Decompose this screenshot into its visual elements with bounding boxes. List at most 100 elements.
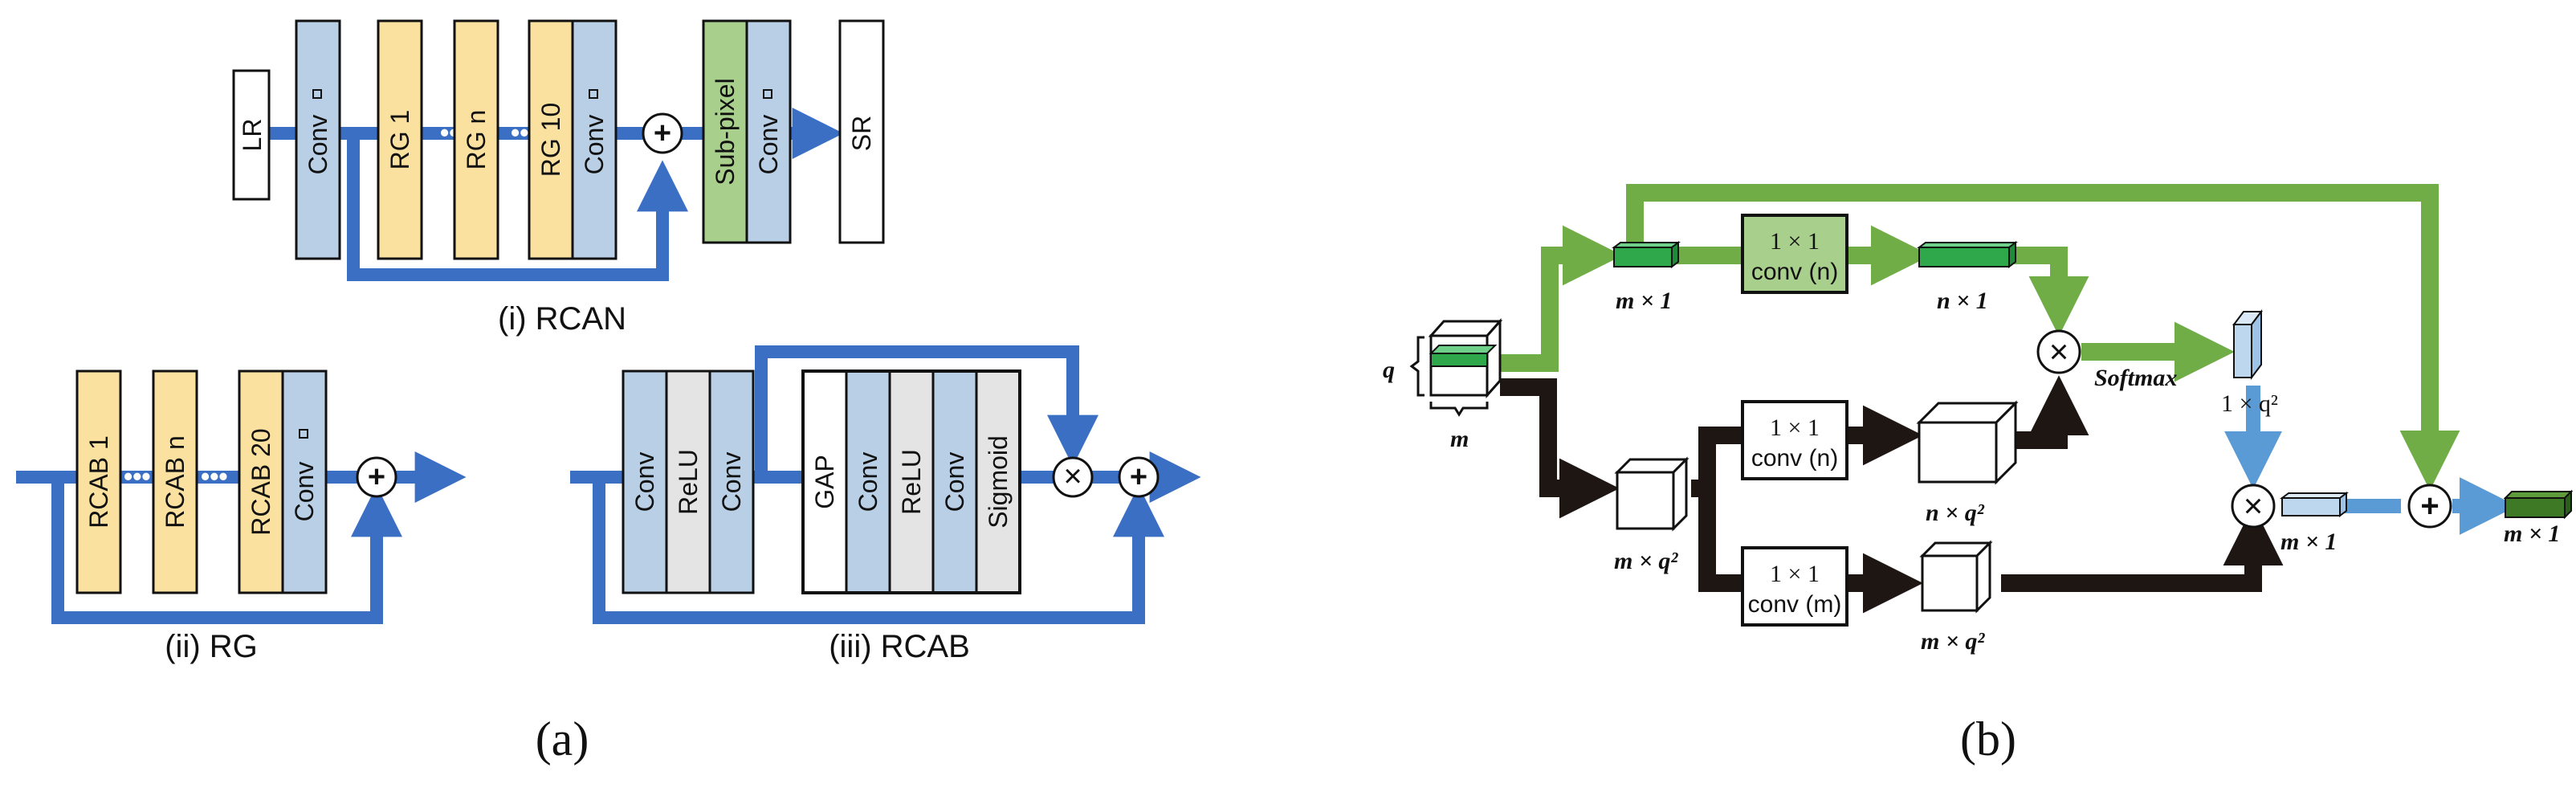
dark-path-nq2-to-mult	[2006, 375, 2089, 449]
rcab1-block	[75, 369, 122, 594]
rcab-conv1-label: Conv	[630, 452, 659, 512]
cube-m-q2-left	[1614, 456, 1689, 532]
conv-n-mid-line1: 1 × 1	[1770, 414, 1820, 441]
rcab-relu2-block	[888, 369, 935, 594]
dark-path-input-to-cube	[1500, 378, 1620, 519]
conv-n-top-line2: conv (n)	[1751, 259, 1838, 285]
rcab-relu1-block	[665, 369, 711, 594]
rg-dots-1: •••	[124, 462, 151, 491]
tensor-n1	[1917, 241, 2018, 268]
rcan-conv1-block	[295, 19, 341, 260]
rcan-plus-operator	[642, 112, 683, 154]
one-times-q2-label: 1 × q²	[2221, 390, 2278, 417]
rcan-conv2-block	[571, 19, 618, 260]
conv-n-top-line1: 1 × 1	[1770, 228, 1820, 255]
m-times-q2-bottom-label: m × q²	[1921, 628, 1985, 655]
panel-a: ••• ••• LR Conv RG 1 RG n RG 10 Conv + S…	[16, 19, 1201, 765]
rcan-conv2-marker	[589, 89, 598, 99]
subpixel-label: Sub-pixel	[711, 78, 740, 185]
channel-attention-frame	[801, 369, 1021, 594]
rcan-conv2-label: Conv	[580, 115, 609, 175]
rg-plus-operator	[356, 456, 397, 498]
residual-plus-symbol: +	[2420, 488, 2439, 524]
rcan-plus-symbol: +	[654, 116, 671, 150]
rg-conv-block	[281, 369, 328, 594]
rcab-relu1-label: ReLU	[674, 449, 703, 515]
conv-m-line2: conv (m)	[1748, 591, 1842, 618]
rg-conv-marker	[299, 429, 308, 439]
rcab-gap-label: GAP	[810, 455, 839, 509]
n-times-1-label: n × 1	[1937, 288, 1988, 314]
tensor-m1-top	[1612, 241, 1681, 268]
rcab-caption: (iii) RCAB	[829, 629, 970, 664]
green-path-top-bypass	[1626, 184, 2460, 491]
dark-path-split	[1691, 427, 1742, 592]
rcan-conv3-block	[745, 19, 792, 244]
conv-n-mid-line2: conv (n)	[1751, 445, 1838, 472]
rg-plus-symbol: +	[368, 460, 385, 494]
lr-label: LR	[238, 119, 267, 152]
rcab-attention-branch	[755, 345, 1098, 477]
rgn-label: RG n	[462, 110, 491, 170]
rg1-block	[377, 19, 423, 260]
rg-skip-connection	[51, 477, 402, 624]
rcab-conv4-label: Conv	[940, 452, 969, 512]
attention-multiply-symbol: ×	[2049, 333, 2069, 370]
sr-block	[838, 19, 885, 244]
sr-label: SR	[847, 116, 876, 151]
m-label: m	[1450, 426, 1469, 452]
lr-block	[232, 69, 271, 201]
rcan-conv1-label: Conv	[304, 115, 332, 175]
softmax-label: Softmax	[2094, 365, 2177, 391]
rcab-diagram: Conv ReLU Conv GAP Conv ReLU Conv Sigmoi…	[570, 345, 1201, 664]
rcab-relu2-label: ReLU	[897, 449, 926, 515]
conv-m-line1: 1 × 1	[1770, 561, 1820, 587]
residual-plus-operator	[2407, 484, 2452, 529]
rg-diagram: ••• ••• RCAB 1 RCAB n RCAB 20 Conv + (ii…	[16, 369, 467, 664]
rcab-plus-operator	[1118, 456, 1160, 498]
green-path-to-m1	[1500, 225, 1623, 372]
rcab-sigmoid-label: Sigmoid	[984, 435, 1013, 529]
rcab-conv2-label: Conv	[717, 452, 746, 512]
conv-n-mid-block	[1741, 400, 1848, 480]
subpixel-block	[702, 19, 748, 244]
rcabn-label: RCAB n	[161, 435, 190, 529]
panel-b: q m m × 1 1 × 1 conv (n) n × 1 × Softmax	[1383, 184, 2574, 765]
output-multiply-symbol: ×	[2244, 487, 2264, 525]
attention-multiply-operator	[2036, 329, 2081, 374]
m-times-1-blue-label: m × 1	[2280, 529, 2337, 555]
rcab1-label: RCAB 1	[84, 435, 113, 529]
panel-b-label: (b)	[1960, 712, 2016, 765]
output-multiply-operator	[2231, 484, 2276, 529]
m-times-1-output-label: m × 1	[2504, 521, 2560, 547]
tensor-1-q2	[2232, 309, 2263, 380]
rcabn-block	[152, 369, 198, 594]
rcab-plus-symbol: +	[1130, 460, 1147, 494]
panel-a-label: (a)	[536, 712, 589, 765]
q-label: q	[1383, 357, 1395, 383]
rcan-caption: (i) RCAN	[498, 301, 626, 337]
tensor-output	[2503, 489, 2574, 520]
rcan-conv3-label: Conv	[754, 115, 783, 175]
rcan-skip-connection	[347, 133, 688, 281]
rcan-conv1-marker	[312, 89, 322, 99]
input-feature-cube	[1428, 318, 1503, 398]
rcan-diagram: ••• ••• LR Conv RG 1 RG n RG 10 Conv + S…	[232, 19, 885, 337]
tensor-m1-blue	[2280, 492, 2349, 517]
rg-conv-label: Conv	[290, 462, 319, 522]
rcab-times-operator	[1052, 456, 1094, 498]
cube-m-q2-bottom	[1919, 540, 1993, 614]
rcab-skip-connection	[593, 477, 1164, 624]
m-times-1-top-label: m × 1	[1616, 288, 1672, 314]
green-path-n1-to-mult	[2012, 247, 2089, 337]
dark-path-mq2-to-mult	[2001, 505, 2284, 592]
rg10-label: RG 10	[536, 103, 565, 177]
rgn-block	[453, 19, 499, 260]
cube-n-q2	[1916, 400, 2019, 485]
rg-dots-2: •••	[201, 462, 228, 491]
rcab20-label: RCAB 20	[247, 428, 275, 535]
m-brace	[1429, 402, 1489, 417]
rcab-times-symbol: ×	[1063, 459, 1082, 494]
rcan-conv3-marker	[763, 89, 772, 99]
